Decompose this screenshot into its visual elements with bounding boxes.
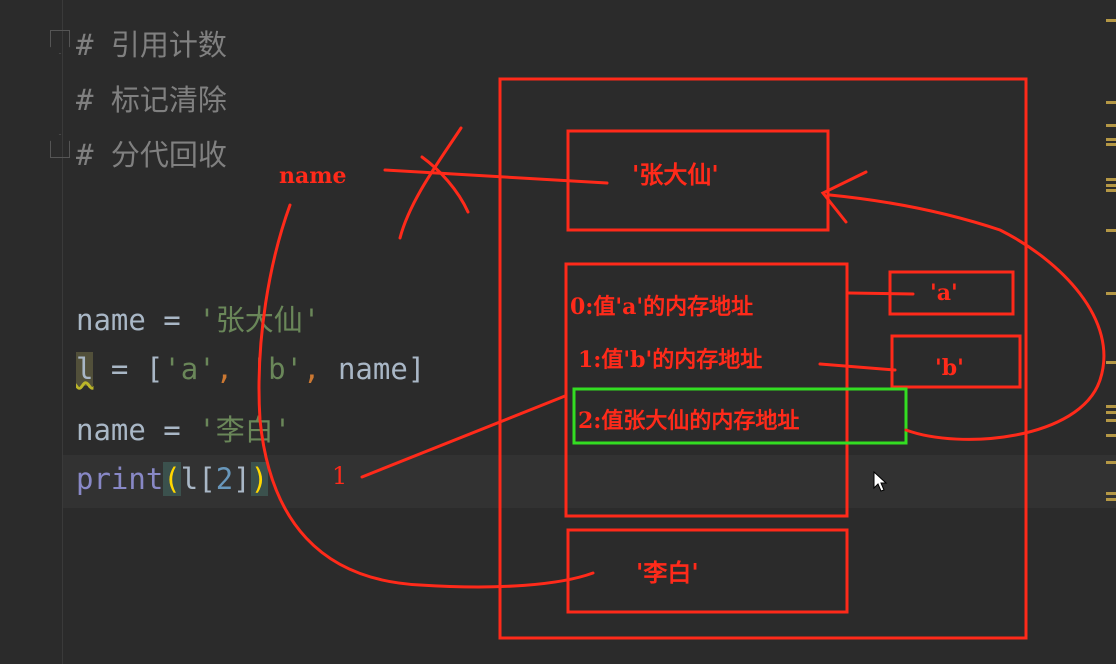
code-token: l[ [180,462,216,496]
scroll-mark [1106,461,1116,464]
code-token: name [76,303,146,337]
scroll-mark [1106,138,1116,141]
fold-collapse-icon[interactable] [50,30,70,54]
code-token: name [337,352,408,386]
scroll-mark [1106,492,1116,495]
scroll-mark [1106,101,1116,104]
name-label: name [279,163,347,189]
code-token: print [76,462,164,496]
scroll-mark [1106,405,1116,408]
code-line-2[interactable]: l = ['a', 'b', name] [76,352,425,386]
scroll-mark [1106,361,1116,364]
scroll-mark [1106,292,1116,295]
scroll-mark [1106,419,1116,422]
code-token: 2 [215,462,234,496]
code-line-3[interactable]: name = '李白' [76,407,291,449]
scroll-mark [1106,434,1116,437]
code-token: ] [233,462,251,496]
new-reference-curve [257,203,595,589]
scroll-mark [1106,189,1116,192]
editor-gutter [0,0,63,664]
code-token: = [145,303,199,337]
comment-line: # 标记清除 [76,83,227,117]
li-object-box [566,528,849,614]
slot0-arrow [847,291,915,296]
code-token: name [76,413,146,447]
mouse-pointer-icon [873,471,888,492]
string-literal: '张大仙' [198,303,321,337]
slot2-reference-curve [828,193,1106,441]
scroll-mark [1106,411,1116,414]
scroll-mark [1106,229,1116,232]
cross-mark [420,155,470,214]
b-object-box [890,334,1022,389]
code-token: l [76,352,94,386]
string-literal: '李白' [198,413,292,447]
slot2-highlight-box [572,387,908,445]
comment-line: # 分代回收 [76,138,227,172]
zhang-object-label: '张大仙' [632,160,719,189]
code-line-4[interactable]: print(l[2]) [76,462,269,496]
scroll-mark [1106,143,1116,146]
ref-count-label: 1 [332,462,348,490]
li-object-label: '李白' [636,558,699,587]
a-object-label: 'a' [930,280,958,306]
cross-mark [398,126,463,240]
code-token: ) [250,462,269,496]
code-token: ( [163,462,181,496]
code-token: ] [407,352,426,386]
arrow-head [820,170,868,224]
slot1-arrow [818,362,897,372]
code-line-1[interactable]: name = '张大仙' [76,297,320,339]
b-object-label: 'b' [935,355,964,381]
scroll-mark [1106,124,1116,127]
old-reference-arrow [383,168,609,185]
scroll-mark [1106,19,1116,22]
current-line-highlight [63,455,1116,508]
code-token: = [ [93,352,164,386]
scroll-mark [1106,178,1116,181]
code-token: , [303,352,338,386]
scroll-mark [1106,498,1116,501]
string-literal: 'a' [163,352,216,386]
scroll-mark [1106,184,1116,187]
refcount-arrow [360,394,567,479]
list-slot-1: 1:值'b'的内存地址 [578,347,763,373]
code-token: , [215,352,251,386]
fold-end-icon[interactable] [50,134,70,158]
list-slot-0: 0:值'a'的内存地址 [570,294,754,320]
memory-box [498,77,1028,640]
list-slot-2: 2:值张大仙的内存地址 [578,408,800,434]
code-token: = [145,413,199,447]
comment-line: # 引用计数 [76,28,227,62]
